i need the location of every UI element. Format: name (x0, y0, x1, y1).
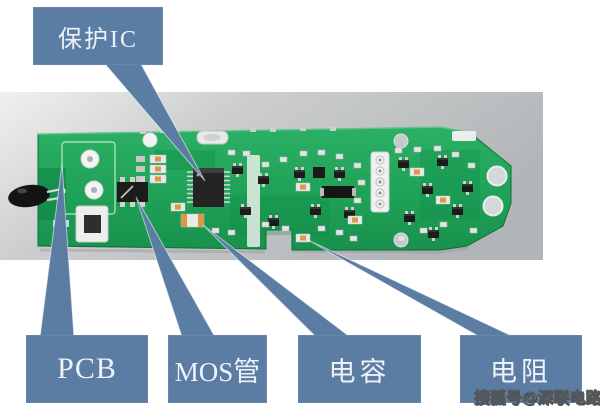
connector-strip (370, 151, 390, 213)
callout-label-mos: MOS管 (168, 335, 267, 403)
callout-label-pcb: PCB (26, 335, 148, 403)
callout-label-pcb-text: PCB (57, 352, 117, 385)
callout-label-resistor-text: 电阻 (490, 356, 552, 387)
callout-label-protection-ic: 保护IC (33, 7, 163, 65)
callout-label-capacitor-text: 电容 (328, 356, 391, 387)
mos-transistor (117, 177, 148, 207)
callout-label-mos-text: MOS管 (174, 356, 261, 387)
solder-pads (80, 132, 508, 248)
crystal-oscillator (196, 130, 229, 145)
callout-label-resistor: 电阻 (460, 335, 582, 403)
capacitor-component (180, 213, 205, 228)
watermark-text: 搜狐号@深联电路 (474, 390, 600, 408)
smd-components (140, 127, 478, 243)
board-shadow (39, 246, 469, 254)
callout-label-protection-ic-text: 保护IC (58, 26, 138, 53)
protection-ic-chip (187, 168, 230, 207)
callout-label-capacitor: 电容 (298, 335, 421, 403)
pcb-board (37, 126, 512, 251)
